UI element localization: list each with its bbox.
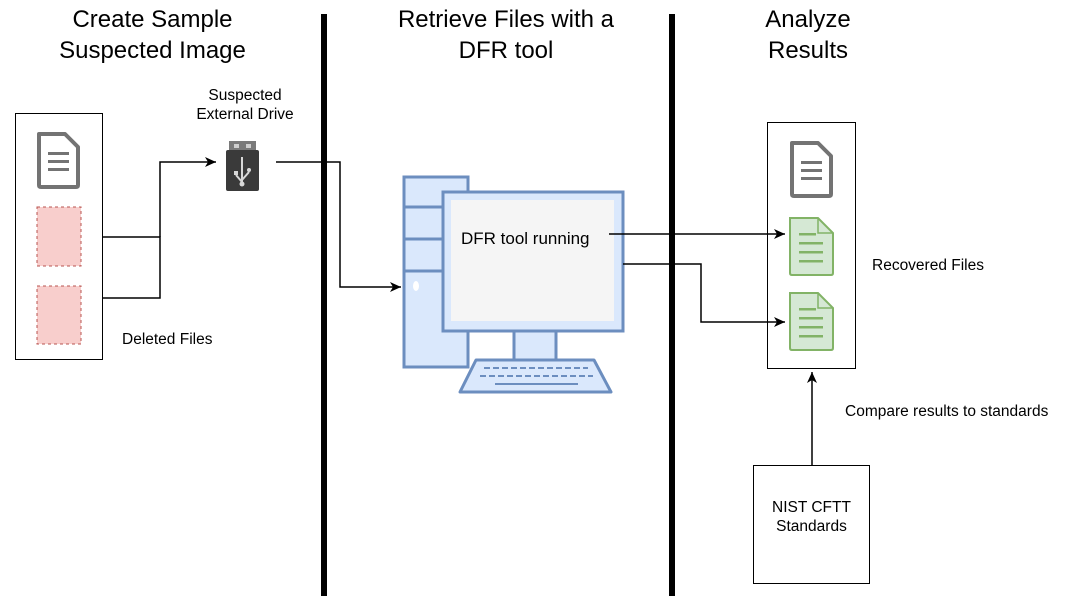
phase-divider-right [669,14,675,596]
recovered-files-label: Recovered Files [872,257,984,274]
arrow-to-computer [276,161,401,292]
document-icon [790,141,833,198]
drive-label: Suspected External Drive [196,87,294,123]
phase-heading-create: Create Sample Suspected Image [59,6,246,64]
arrow-to-recovered-file-2 [623,263,785,327]
source-connector [103,236,161,299]
screen-status-text: DFR tool running [461,229,590,248]
usb-drive-icon [226,141,259,191]
recovered-file-icon [789,217,834,276]
phase-divider-left [321,14,327,596]
deleted-files-label: Deleted Files [122,331,213,348]
arrow-to-drive [159,157,216,237]
standards-box: NIST CFTT Standards [753,465,870,584]
computer-icon [402,175,625,394]
document-icon [37,132,80,189]
phase-heading-analyze: Analyze Results [765,6,851,64]
standards-label: NIST CFTT Standards [772,499,851,535]
recovered-file-icon [789,292,834,351]
deleted-file-2 [36,285,82,345]
compare-label: Compare results to standards [845,403,1049,420]
phase-heading-retrieve: Retrieve Files with a DFR tool [397,6,615,64]
deleted-file-1 [36,206,82,267]
